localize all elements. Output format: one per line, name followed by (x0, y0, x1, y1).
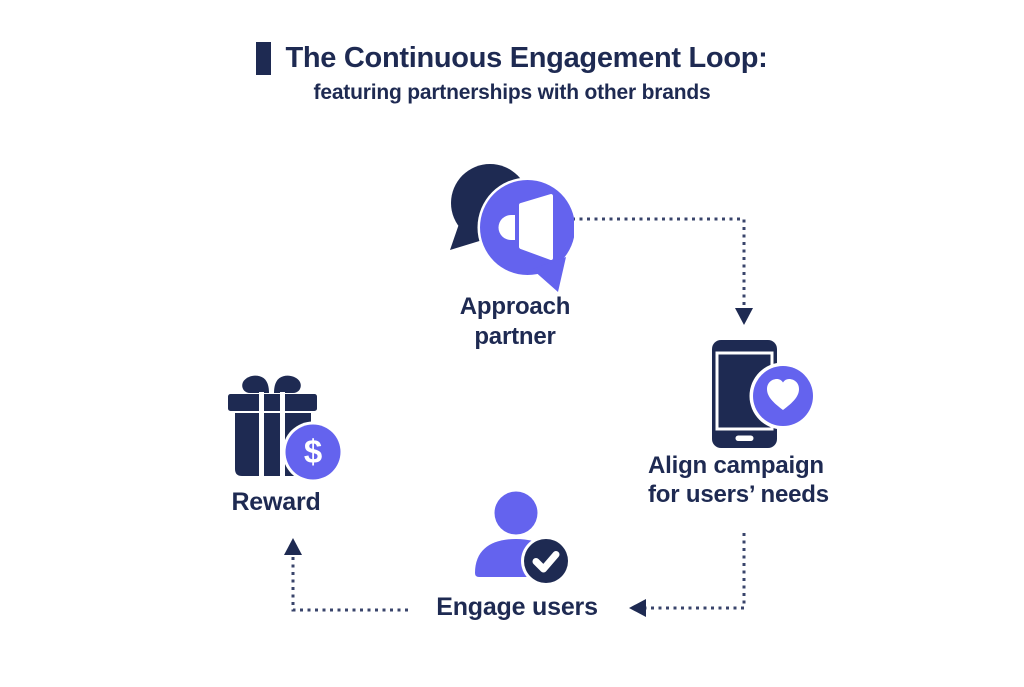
speech-bubbles-megaphone-icon (444, 161, 574, 295)
heart-icon (767, 379, 799, 410)
arrowhead-left-icon (629, 599, 646, 617)
phone-heart-icon (710, 338, 822, 456)
arrowhead-up-icon (284, 538, 302, 555)
title-square-marker (256, 42, 272, 75)
bow-right (274, 375, 301, 393)
home-button-dash (735, 435, 754, 441)
arrowhead-down-icon (735, 308, 753, 325)
bow-left (242, 375, 269, 393)
page-title: The Continuous Engagement Loop: (285, 42, 768, 74)
user-checkmark-icon (468, 489, 578, 585)
connector-engage-to-reward (284, 538, 408, 612)
megaphone-icon (498, 215, 515, 240)
step-label-engage-users: Engage users (436, 593, 598, 621)
page-subtitle: featuring partnerships with other brands (313, 81, 711, 104)
step-label-align-campaign: Align campaign for users’ needs (648, 452, 829, 508)
checkmark-icon (532, 551, 560, 573)
header: The Continuous Engagement Loop: (0, 42, 1024, 75)
gift-dollar-icon: $ (226, 372, 348, 486)
dollar-sign-icon: $ (304, 433, 322, 470)
step-label-approach-partner: Approach partner (459, 293, 571, 350)
connector-approach-to-align (572, 217, 753, 325)
step-label-reward: Reward (231, 488, 321, 516)
connector-align-to-engage (629, 533, 746, 617)
